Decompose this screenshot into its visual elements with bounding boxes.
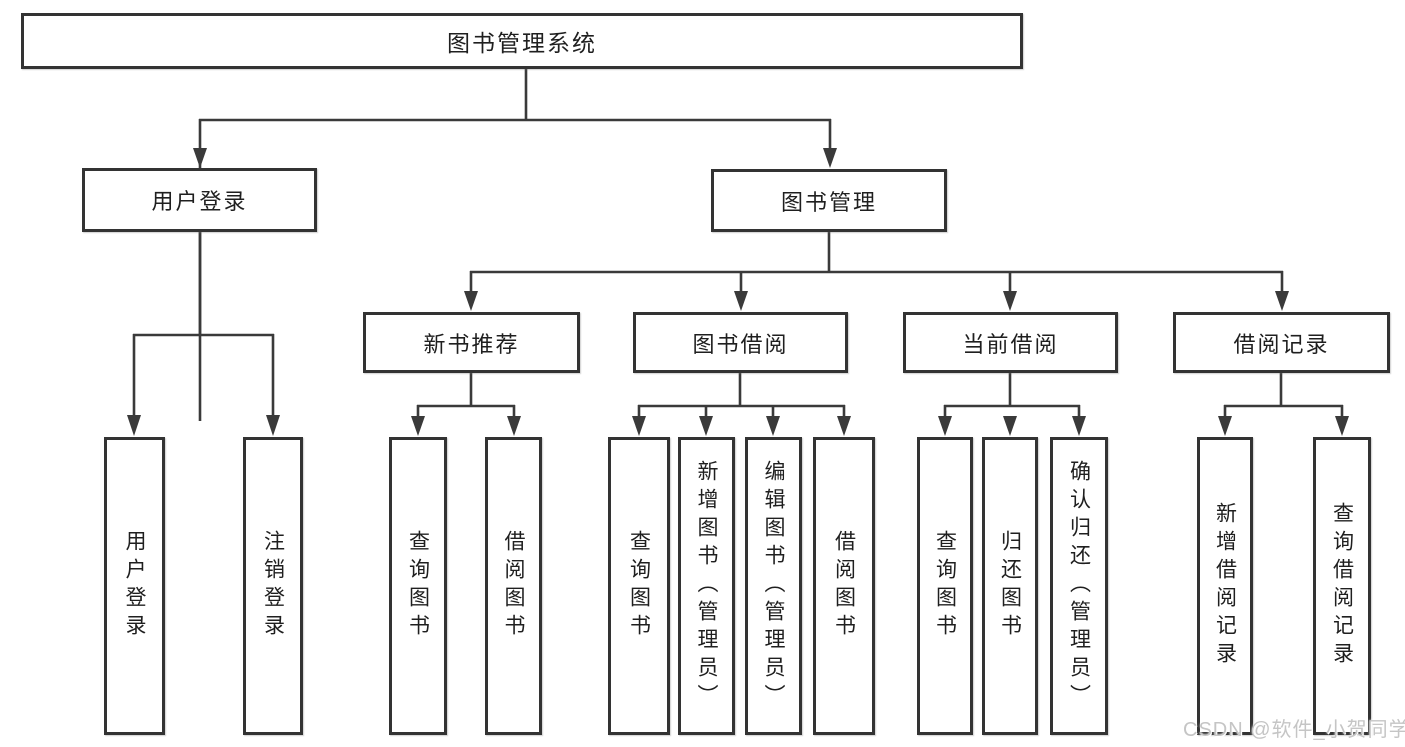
node-leaf-add-book-admin: 新增图书（管理员） (678, 437, 735, 735)
node-leaf-return-book: 归还图书 (982, 437, 1038, 735)
connector-new-book-group (416, 373, 516, 421)
node-leaf-query-book-borrow: 查询图书 (608, 437, 670, 735)
node-leaf-add-borrow-record: 新增借阅记录 (1197, 437, 1253, 735)
node-leaf-query-book-recommend: 查询图书 (389, 437, 447, 735)
connector-current-borrow-group (943, 373, 1081, 421)
node-leaf-logout: 注销登录 (243, 437, 303, 735)
node-leaf-edit-book-admin: 编辑图书（管理员） (745, 437, 802, 735)
node-user-login-branch: 用户登录 (82, 168, 317, 232)
node-leaf-confirm-return-admin: 确认归还（管理员） (1050, 437, 1108, 735)
connector-borrow-record-group (1223, 373, 1344, 421)
node-root-library-system: 图书管理系统 (21, 13, 1023, 69)
connector-book-management-branch (469, 232, 1284, 296)
connector-user-login-branch (132, 232, 275, 421)
node-book-borrow: 图书借阅 (633, 312, 848, 373)
node-leaf-query-borrow-record: 查询借阅记录 (1313, 437, 1371, 735)
connector-book-borrow-group (637, 373, 846, 421)
connector-root (198, 69, 832, 421)
csdn-watermark: CSDN @软件_小贺同学 (1183, 719, 1405, 741)
arrowheads (127, 148, 1349, 436)
node-book-management-branch: 图书管理 (711, 169, 947, 232)
node-borrow-record: 借阅记录 (1173, 312, 1390, 373)
node-leaf-query-book-current: 查询图书 (917, 437, 973, 735)
node-current-borrow: 当前借阅 (903, 312, 1118, 373)
node-new-book-recommend: 新书推荐 (363, 312, 580, 373)
node-leaf-user-login: 用户登录 (104, 437, 165, 735)
node-leaf-borrow-book: 借阅图书 (813, 437, 875, 735)
node-leaf-borrow-book-recommend: 借阅图书 (485, 437, 542, 735)
